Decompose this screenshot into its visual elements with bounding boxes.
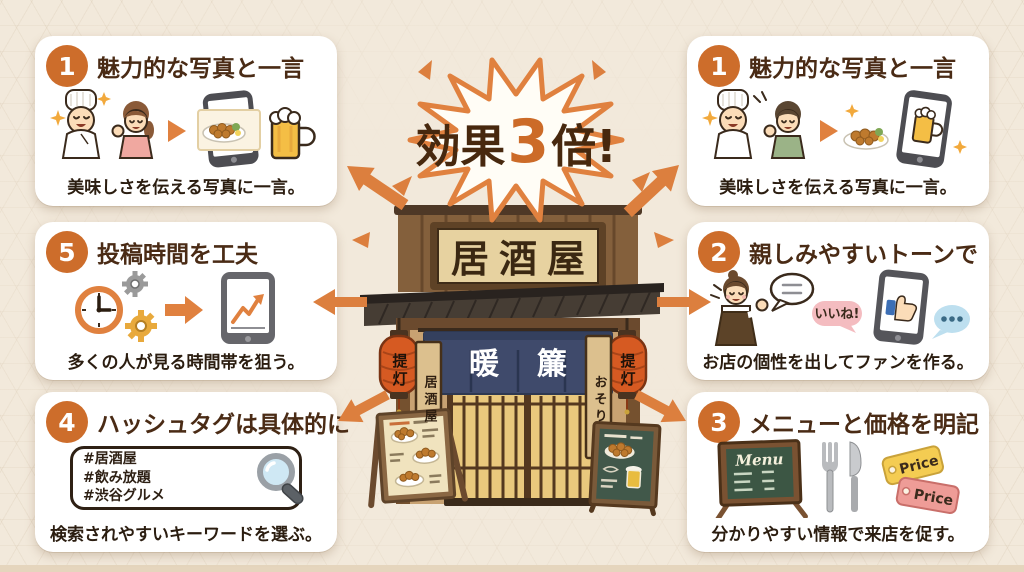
tip-card-photo-right: 1 魅力的な写真と一言 — [687, 36, 989, 206]
clock-icon — [75, 286, 123, 334]
price-tag-pink-icon: Price — [895, 476, 960, 515]
arrow-right-icon — [165, 296, 203, 324]
step-number-badge: 2 — [698, 231, 740, 273]
fork-icon — [822, 442, 838, 513]
menu-chalkboard-icon: Menu — [714, 439, 808, 518]
customer-icon — [111, 101, 154, 159]
chef-and-customer-photo-illustration — [35, 89, 337, 168]
menu-board-cutlery-price-illustration: Menu Price — [687, 439, 989, 518]
magnifier-icon — [257, 453, 304, 505]
like-bubble-text: いいね! — [815, 307, 860, 322]
smartphone-beer-icon — [896, 90, 952, 168]
gear-icon — [125, 310, 157, 342]
sparkle-icon — [97, 92, 111, 106]
bottom-edge-strip — [0, 565, 1024, 572]
tip-title: ハッシュタグは具体的に — [97, 412, 350, 438]
tip-card-menu-price: 3 メニューと価格を明記 Menu — [687, 392, 989, 552]
smartphone-thumbsup-icon — [873, 269, 929, 345]
step-number-badge: 3 — [698, 401, 740, 443]
hashtag-list: #居酒屋 #飲み放題 #渋谷グルメ — [83, 450, 165, 507]
tip-title: 魅力的な写真と一言 — [97, 56, 304, 82]
tip-title: 親しみやすいトーンで — [749, 242, 978, 268]
gear-icon — [122, 271, 148, 297]
staff-icon — [710, 270, 769, 346]
step-number-badge: 1 — [46, 45, 88, 87]
tip-caption: 分かりやすい情報で来店を促す。 — [711, 525, 965, 545]
hashtag-item: #飲み放題 — [83, 469, 151, 486]
knife-icon — [849, 441, 862, 512]
tip-title: 投稿時間を工夫 — [97, 242, 258, 268]
tip-card-photo-left: 1 魅力的な写真と一言 — [35, 36, 337, 206]
sparkle-icon — [845, 104, 859, 118]
price-tag-label: Price — [912, 487, 954, 510]
sparkle-icon — [953, 140, 967, 154]
arrow-right-icon — [168, 120, 186, 142]
speech-bubble-icon — [769, 272, 815, 312]
menu-board-label: Menu — [734, 450, 784, 470]
tip-title: 魅力的な写真と一言 — [749, 56, 956, 82]
tip-caption: 美味しさを伝える写真に一言。 — [67, 178, 305, 198]
tip-card-hashtags: 4 ハッシュタグは具体的に #居酒屋 #飲み放題 #渋谷グルメ 検索されやすいキ… — [35, 392, 350, 552]
staff-and-sns-reactions-illustration: いいね! — [687, 269, 989, 346]
step-number-badge: 1 — [698, 45, 740, 87]
sparkle-icon — [50, 110, 66, 126]
tip-caption: 多くの人が見る時間帯を狙う。 — [67, 353, 305, 373]
clock-gears-phone-illustration — [35, 271, 337, 344]
step-number-badge: 5 — [46, 231, 88, 273]
chef-icon — [713, 89, 753, 159]
chef-and-customer-photo-illustration — [687, 89, 989, 168]
sparkle-icon — [702, 110, 718, 126]
customer-icon — [763, 101, 806, 159]
tip-title: メニューと価格を明記 — [749, 412, 979, 438]
tip-card-tone: 2 親しみやすいトーンで — [687, 222, 989, 380]
hashtag-item: #渋谷グルメ — [83, 488, 165, 505]
tip-card-timing: 5 投稿時間を工夫 — [35, 222, 337, 380]
dots-bubble-icon — [932, 305, 970, 339]
tip-caption: 検索されやすいキーワードを選ぶ。 — [50, 525, 322, 545]
smartphone-graph-icon — [221, 272, 275, 344]
arrow-right-icon — [820, 120, 838, 142]
beer-mug-icon — [269, 107, 316, 160]
price-tag-yellow-icon: Price — [881, 445, 944, 486]
hashtag-item: #居酒屋 — [83, 450, 137, 467]
tip-caption: 美味しさを伝える写真に一言。 — [719, 178, 957, 198]
chef-icon — [61, 89, 101, 159]
smartphone-photo-icon — [197, 90, 261, 168]
like-bubble-icon: いいね! — [812, 301, 862, 333]
motion-lines — [753, 91, 767, 103]
hashtag-search-field: #居酒屋 #飲み放題 #渋谷グルメ — [70, 446, 304, 510]
step-number-badge: 4 — [46, 401, 88, 443]
food-plate-icon — [843, 128, 889, 150]
tip-caption: お店の個性を出してファンを作る。 — [702, 353, 974, 373]
